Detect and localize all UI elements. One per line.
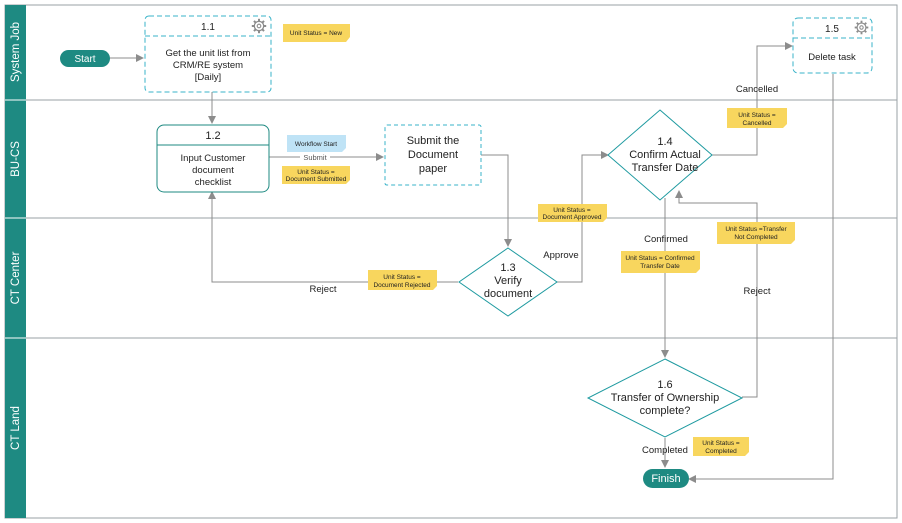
edge-1-5-to-finish xyxy=(688,74,834,483)
task-1-2-number: 1.2 xyxy=(205,130,220,142)
edge-submit-to-1-3 xyxy=(481,154,512,247)
decision-1-3: 1.3 Verify document xyxy=(458,247,558,317)
note-status-new: Unit Status = New xyxy=(283,24,350,42)
task-1-1-line-2: CRM/RE system xyxy=(173,60,243,71)
note-doc-approved-line-1: Unit Status = xyxy=(553,207,591,214)
edge-1-4-cancelled-to-1-5 xyxy=(712,42,793,156)
lane-label-system-job: System Job xyxy=(10,22,22,82)
note-cancelled: Unit Status = Cancelled xyxy=(727,108,787,128)
note-document-approved: Unit Status = Document Approved xyxy=(538,204,607,222)
note-doc-rejected-line-2: Document Rejected xyxy=(373,282,430,289)
submit-doc-line-2: Document xyxy=(408,149,458,161)
note-not-completed-line-1: Unit Status =Transfer xyxy=(725,226,787,233)
task-1-2-line-1: Input Customer xyxy=(181,153,246,164)
lane-label-ct-center: CT Center xyxy=(10,251,22,304)
edge-label-reject-1-6: Reject xyxy=(744,286,771,297)
note-completed: Unit Status = Completed xyxy=(693,437,749,456)
task-1-1-line-1: Get the unit list from xyxy=(165,48,250,59)
note-workflow-start-line-1: Workflow Start xyxy=(295,141,337,148)
decision-1-4-line-1: 1.4 xyxy=(657,136,672,148)
decision-1-6: 1.6 Transfer of Ownership complete? xyxy=(586,358,744,438)
task-1-5-number: 1.5 xyxy=(825,24,839,35)
decision-1-4-line-2: Confirm Actual xyxy=(629,149,701,161)
note-not-completed-line-2: Not Completed xyxy=(734,234,778,241)
lane-label-ct-land: CT Land xyxy=(10,406,22,450)
submit-document-task: Submit the Document paper xyxy=(384,124,482,186)
task-1-2-line-3: checklist xyxy=(195,177,232,188)
edge-label-confirmed: Confirmed xyxy=(644,234,688,245)
swimlanes: System Job BU-CS CT Center CT Land xyxy=(4,4,898,519)
lane-headers xyxy=(5,5,26,518)
edge-label-cancelled: Cancelled xyxy=(736,84,778,95)
status-notes: Unit Status = New Workflow Start Unit St… xyxy=(282,24,795,456)
task-1-5: 1.5 Delete task xyxy=(792,17,873,74)
note-confirmed-line-2: Transfer Date xyxy=(640,263,680,270)
note-confirmed-line-1: Unit Status = Confirmed xyxy=(625,255,695,262)
note-doc-rejected-line-1: Unit Status = xyxy=(383,274,421,281)
decision-1-6-line-3: complete? xyxy=(640,405,691,417)
task-1-5-line-1: Delete task xyxy=(808,52,856,63)
lane-label-bu-cs: BU-CS xyxy=(10,141,22,177)
decision-1-3-line-3: document xyxy=(484,288,532,300)
edge-label-completed: Completed xyxy=(642,445,688,456)
start-terminator: Start xyxy=(60,50,110,67)
note-cancelled-line-1: Unit Status = xyxy=(738,112,776,119)
finish-terminator: Finish xyxy=(643,469,689,488)
note-doc-submitted-line-1: Unit Status = xyxy=(297,169,335,176)
decision-1-6-line-1: 1.6 xyxy=(657,379,672,391)
decision-1-3-line-2: Verify xyxy=(494,275,522,287)
decision-1-3-line-1: 1.3 xyxy=(500,262,515,274)
task-1-1-number: 1.1 xyxy=(201,22,215,33)
finish-label: Finish xyxy=(651,473,680,485)
edge-label-approve: Approve xyxy=(543,250,578,261)
note-transfer-not-completed: Unit Status =Transfer Not Completed xyxy=(717,222,795,244)
note-doc-submitted-line-2: Document Submitted xyxy=(286,176,347,183)
note-completed-line-1: Unit Status = xyxy=(702,440,740,447)
edge-label-submit: Submit xyxy=(303,153,327,162)
task-1-2: 1.2 Input Customer document checklist xyxy=(156,124,270,193)
decision-1-4-line-3: Transfer Date xyxy=(632,162,699,174)
edge-label-reject-1-3: Reject xyxy=(310,284,337,295)
task-1-1: 1.1 Get the unit list from CRM/RE system… xyxy=(144,15,272,93)
edge-1-6-reject-to-1-4 xyxy=(675,190,758,398)
note-status-new-line-1: Unit Status = New xyxy=(290,30,343,37)
note-confirmed-transfer-date: Unit Status = Confirmed Transfer Date xyxy=(621,251,700,273)
decision-1-4: 1.4 Confirm Actual Transfer Date xyxy=(607,109,713,201)
start-label: Start xyxy=(74,54,95,65)
submit-doc-line-3: paper xyxy=(419,163,447,175)
edge-labels: Submit Reject Approve Cancelled Confirme… xyxy=(300,84,778,456)
decision-1-6-line-2: Transfer of Ownership xyxy=(611,392,719,404)
note-document-submitted: Unit Status = Document Submitted xyxy=(282,166,350,184)
note-cancelled-line-2: Cancelled xyxy=(743,120,772,127)
note-completed-line-2: Completed xyxy=(705,448,737,455)
task-1-1-line-3: [Daily] xyxy=(195,72,221,83)
submit-doc-line-1: Submit the xyxy=(407,135,460,147)
note-doc-approved-line-2: Document Approved xyxy=(543,214,602,221)
task-1-2-line-2: document xyxy=(192,165,234,176)
note-workflow-start: Workflow Start xyxy=(287,135,346,152)
note-document-rejected: Unit Status = Document Rejected xyxy=(368,270,437,290)
